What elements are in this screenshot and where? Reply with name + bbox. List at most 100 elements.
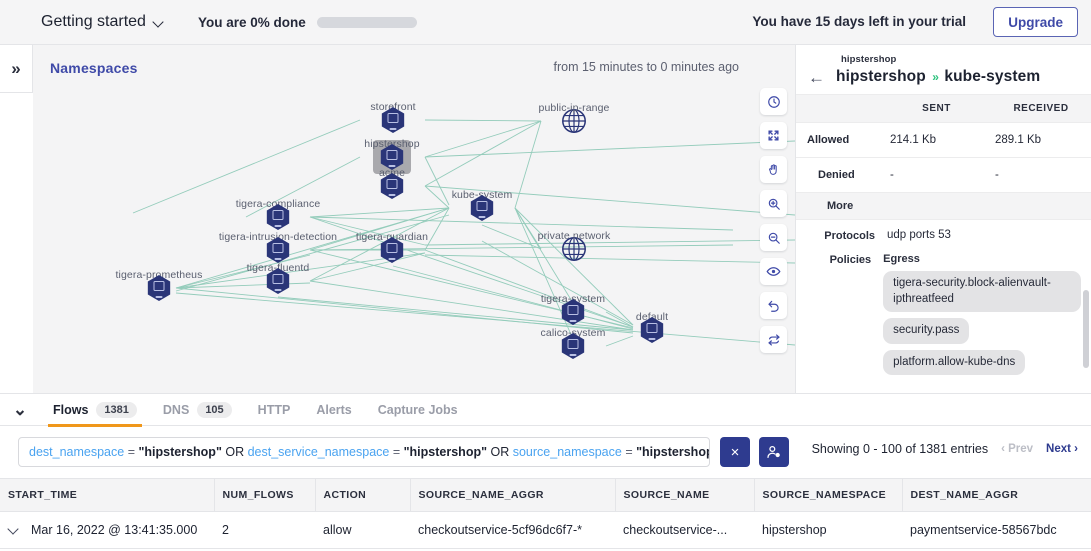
cell-num-flows: 2 [214,511,315,549]
detail-panel-scrollbar[interactable] [1083,290,1089,368]
policy-pill[interactable]: tigera-security.block-alienvault-ipthrea… [883,271,1081,313]
node-label: acme [379,167,405,179]
upgrade-button[interactable]: Upgrade [993,7,1078,37]
graph-node-hipstershop[interactable]: hipstershop [364,138,420,174]
cell-source-namespace: hipstershop [754,511,902,549]
namespace-icon [639,317,665,343]
col-action[interactable]: ACTION [315,478,411,512]
tab-count: 1381 [96,401,137,418]
col-start-time[interactable]: START_TIME [0,478,215,512]
query-token-op: = [127,445,135,459]
namespace-icon [560,299,586,325]
tab-label: Flows [53,402,89,417]
double-chevron-right-icon: » [11,59,21,78]
policy-pill[interactable]: platform.allow-kube-dns [883,349,1026,376]
query-token-or: OR [225,445,245,459]
graph-node-acme[interactable]: acme [379,167,405,199]
graph-node-kube-system[interactable]: kube-system [452,189,512,221]
chevron-down-icon[interactable] [8,525,19,536]
policies-list: Egress tigera-security.block-alienvault-… [883,253,1081,381]
col-source-name-aggr[interactable]: SOURCE_NAME_AGGR [410,478,616,512]
cell-source-name-aggr: checkoutservice-5cf96dc6f7-* [410,511,615,549]
protocols-row: Protocols udp ports 53 [796,220,1091,244]
prev-page-button[interactable]: ‹ Prev [1001,443,1034,455]
col-source-namespace[interactable]: SOURCE_NAMESPACE [754,478,903,512]
refresh-icon-button[interactable] [760,326,787,353]
graph-node-tigera-prometheus[interactable]: tigera-prometheus [116,269,202,301]
cell-action: allow [315,511,410,549]
more-section-header[interactable]: More [796,193,1091,220]
graph-node-tigera-system[interactable]: tigera-system [541,293,605,325]
bottom-collapse-button[interactable]: ⌄ [0,401,40,418]
cell-sent: 214.1 Kb [886,122,991,158]
cell-source-name: checkoutservice-... [615,511,754,549]
namespace-icon [379,173,405,199]
policy-pill[interactable]: security.pass [883,318,970,344]
undo-icon [767,300,779,312]
tab-capture-jobs[interactable]: Capture Jobs [365,394,471,426]
user-settings-button[interactable] [759,437,789,467]
graph-edges [132,119,795,347]
close-icon: × [730,443,740,461]
namespace-icon [265,237,291,263]
graph-node-tigera-intrusion-detection[interactable]: tigera-intrusion-detection [219,231,337,263]
namespace-icon [265,204,291,230]
node-label: tigera-system [541,293,605,305]
expand-icon-button[interactable] [760,122,787,149]
back-arrow-icon[interactable]: ← [808,67,825,87]
query-token-op: = [625,445,633,459]
graph-node-calico-system[interactable]: calico-system [541,327,605,359]
showing-entries-text: Showing 0 - 100 of 1381 entries [811,442,989,456]
node-label: tigera-guardian [356,231,428,243]
protocols-label: Protocols [824,230,875,242]
graph-node-tigera-compliance[interactable]: tigera-compliance [236,198,320,230]
zoom-in-icon-button[interactable] [760,190,787,217]
col-blank [796,94,886,123]
service-graph-panel[interactable]: Namespaces from 15 minutes to 0 minutes … [33,45,795,393]
search-input[interactable]: dest_namespace = "hipstershop" OR dest_s… [18,437,710,467]
hand-icon [769,163,777,175]
node-label: default [636,311,668,323]
query-row: dest_namespace = "hipstershop" OR dest_s… [0,426,1091,478]
tab-dns[interactable]: DNS 105 [150,394,245,426]
tab-count: 105 [197,401,232,418]
col-num-flows[interactable]: NUM_FLOWS [214,478,316,512]
graph-node-public-ip-range[interactable]: public-ip-range [539,102,609,134]
graph-node-default[interactable]: default [636,311,668,343]
getting-started-menu[interactable]: Getting started [41,13,164,31]
col-dest-name-aggr[interactable]: DEST_NAME_AGGR [902,478,1091,512]
tab-flows[interactable]: Flows 1381 [40,394,150,427]
namespace-icon [380,107,406,133]
eye-icon [766,267,781,276]
node-label: tigera-intrusion-detection [219,231,337,243]
node-label: private network [537,230,611,242]
detail-source: hipstershop [836,68,926,85]
tab-http[interactable]: HTTP [245,394,304,426]
graph-node-private-network[interactable]: private network [538,230,610,262]
table-row[interactable]: Mar 16, 2022 @ 13:41:35.000 2 allow chec… [0,511,1091,549]
next-page-button[interactable]: Next › [1046,443,1078,455]
clear-query-button[interactable]: × [720,437,750,467]
tab-alerts[interactable]: Alerts [303,394,364,426]
node-label: tigera-compliance [236,198,321,210]
globe-icon [562,237,586,261]
protocols-value: udp ports 53 [887,229,951,241]
graph-node-storefront[interactable]: storefront [370,101,416,133]
graph-node-tigera-fluentd[interactable]: tigera-fluentd [247,262,309,294]
namespace-icon [265,268,291,294]
eye-icon-button[interactable] [760,258,787,285]
zoom-out-icon [768,232,780,244]
trial-notice: You have 15 days left in your trial [752,14,966,29]
policies-direction: Egress [883,253,920,265]
node-label: storefront [370,101,415,113]
zoom-out-icon-button[interactable] [760,224,787,251]
traffic-stats-table: SENT RECEIVED Allowed 214.1 Kb 289.1 Kb … [796,94,1091,193]
col-source-name[interactable]: SOURCE_NAME [615,478,755,512]
namespace-icon [560,333,586,359]
hand-icon-button[interactable] [760,156,787,183]
sidebar-expand-button[interactable]: » [0,45,33,93]
undo-icon-button[interactable] [760,292,787,319]
graph-node-tigera-guardian[interactable]: tigera-guardian [356,231,428,263]
flow-direction-icon: » [932,70,939,84]
clock-icon-button[interactable] [760,88,787,115]
